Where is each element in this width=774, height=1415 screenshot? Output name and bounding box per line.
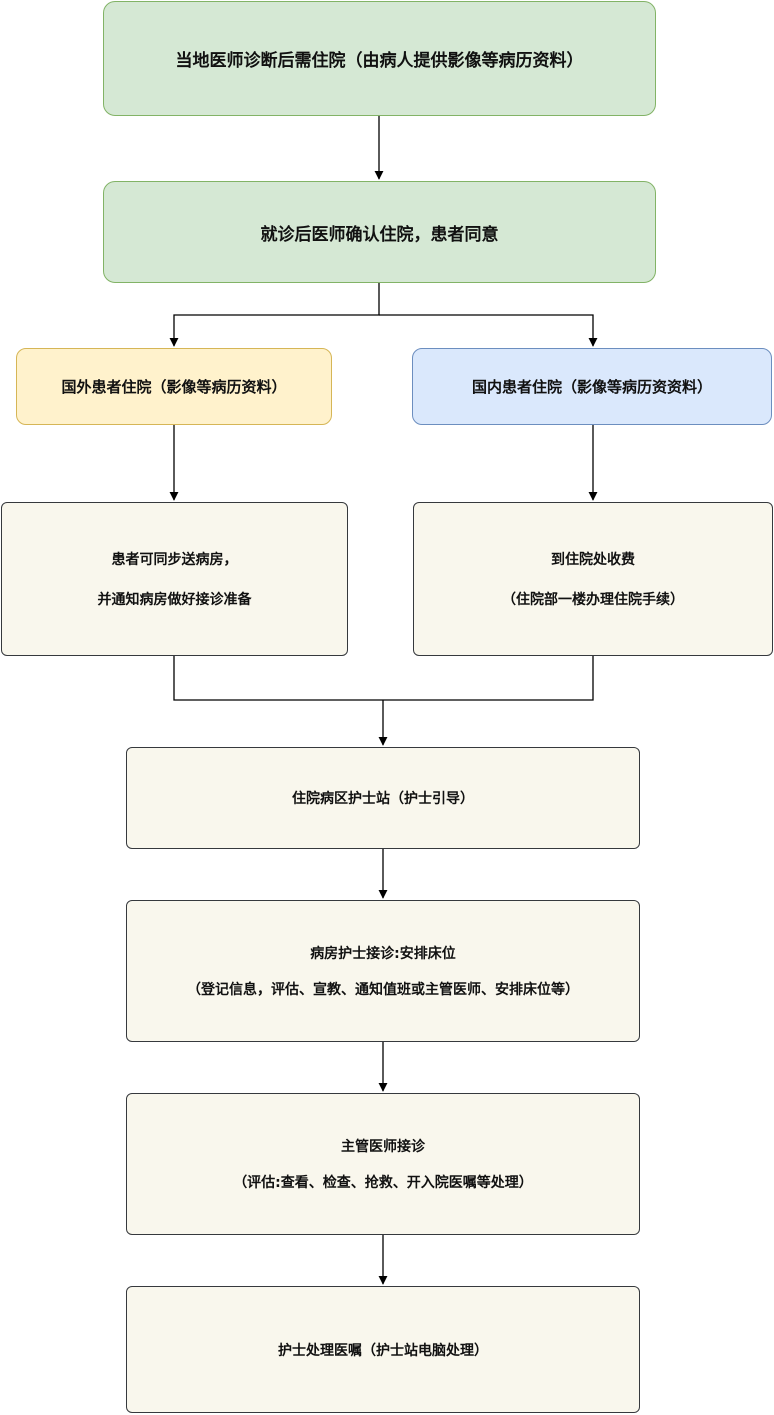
node-payment-line1: 到住院处收费 [551, 552, 635, 568]
node-foreign-patient: 国外患者住院（影像等病历资料） [16, 348, 332, 425]
node-nurse-station: 住院病区护士站（护士引导） [126, 747, 640, 849]
node-doctor-reception-line2: （评估:查看、检查、抢救、开入院医嘱等处理） [233, 1175, 533, 1191]
node-domestic-patient-label: 国内患者住院（影像等病历资资料） [471, 378, 712, 396]
node-local-diagnosis: 当地医师诊断后需住院（由病人提供影像等病历资料） [103, 1, 656, 116]
node-send-ward-line1: 患者可同步送病房， [111, 552, 238, 568]
node-foreign-patient-label: 国外患者住院（影像等病历资料） [61, 378, 287, 396]
node-doctor-reception: 主管医师接诊 （评估:查看、检查、抢救、开入院医嘱等处理） [126, 1093, 640, 1235]
node-nurse-reception: 病房护士接诊:安排床位 （登记信息，评估、宣教、通知值班或主管医师、安排床位等） [126, 900, 640, 1042]
node-doctor-confirm-label: 就诊后医师确认住院，患者同意 [260, 224, 499, 245]
node-doctor-confirm: 就诊后医师确认住院，患者同意 [103, 181, 656, 283]
arrow-confirm-to-foreign [169, 283, 380, 347]
merge-line-ward [173, 656, 383, 701]
node-nurse-orders: 护士处理医嘱（护士站电脑处理） [126, 1286, 640, 1413]
node-nurse-reception-line1: 病房护士接诊:安排床位 [310, 946, 456, 962]
node-payment: 到住院处收费 （住院部一楼办理住院手续） [413, 502, 773, 656]
merge-line-payment [383, 656, 594, 701]
node-domestic-patient: 国内患者住院（影像等病历资资料） [412, 348, 772, 425]
node-nurse-orders-label: 护士处理医嘱（护士站电脑处理） [278, 1342, 488, 1359]
node-doctor-reception-line1: 主管医师接诊 [341, 1139, 425, 1155]
node-local-diagnosis-label: 当地医师诊断后需住院（由病人提供影像等病历资料） [175, 51, 584, 71]
node-payment-line2: （住院部一楼办理住院手续） [502, 592, 684, 608]
node-send-ward: 患者可同步送病房， 并通知病房做好接诊准备 [1, 502, 348, 656]
arrow-confirm-to-domestic [379, 314, 598, 347]
node-nurse-reception-line2: （登记信息，评估、宣教、通知值班或主管医师、安排床位等） [187, 982, 579, 998]
node-nurse-station-label: 住院病区护士站（护士引导） [292, 791, 474, 807]
node-send-ward-line2: 并通知病房做好接诊准备 [97, 592, 252, 608]
